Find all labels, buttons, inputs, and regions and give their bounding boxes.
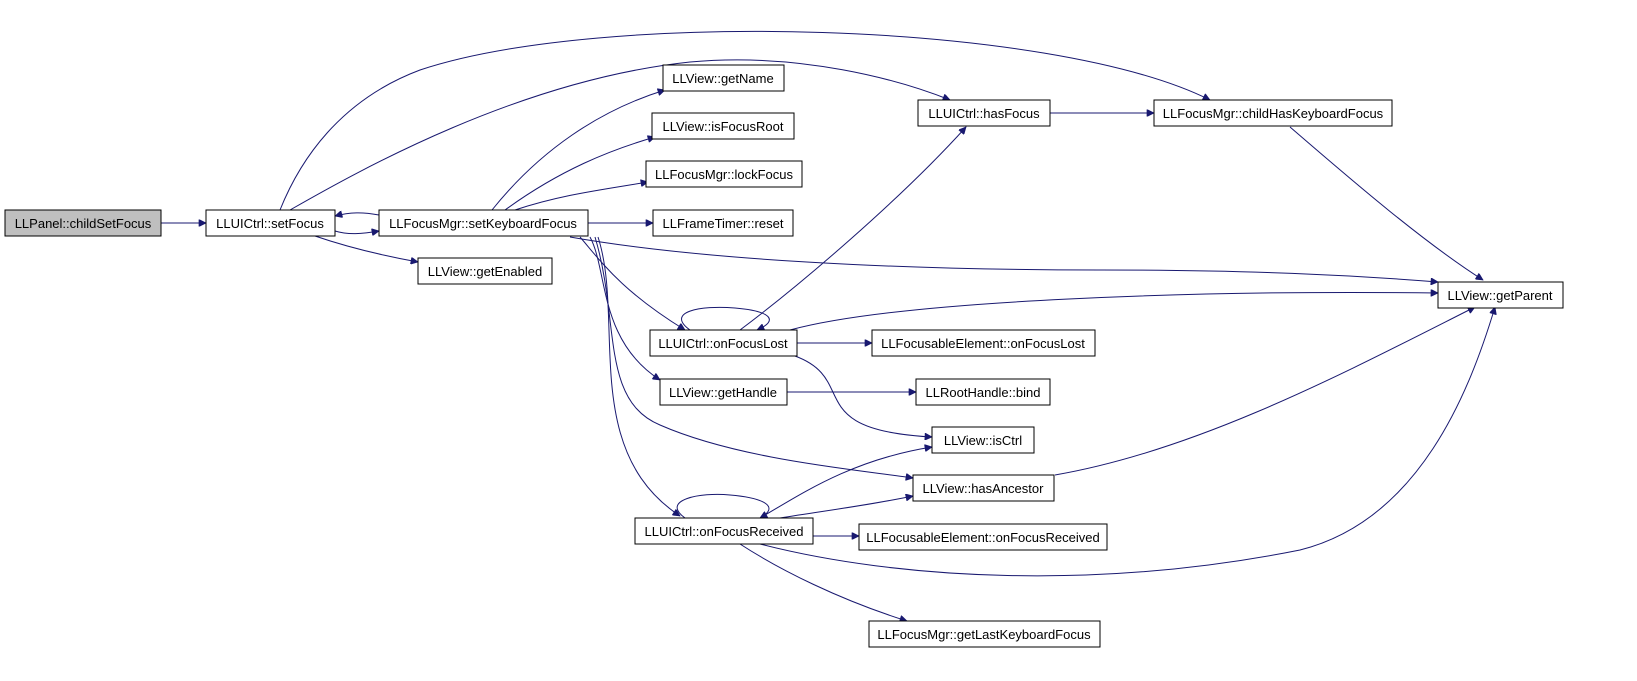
node-label: LLView::isFocusRoot [663, 119, 784, 134]
node-LLUICtrl-onFocusLost[interactable]: LLUICtrl::onFocusLost [649, 329, 798, 357]
edge-onFocusLost-hasFocus [739, 127, 966, 331]
edge-hasAncestor-getParent [1054, 306, 1475, 476]
node-LLView-isCtrl[interactable]: LLView::isCtrl [931, 426, 1035, 454]
edge-setKeyboardFocus-getName [491, 90, 665, 211]
node-label: LLView::hasAncestor [923, 481, 1045, 496]
node-LLUICtrl-onFocusReceived[interactable]: LLUICtrl::onFocusReceived [634, 517, 814, 545]
node-LLView-getParent[interactable]: LLView::getParent [1437, 281, 1564, 309]
edge-onFocusReceived-isCtrl [759, 447, 932, 519]
node-LLRootHandle-bind[interactable]: LLRootHandle::bind [915, 378, 1051, 406]
edge-setKeyboardFocus-lockFocus [514, 182, 648, 211]
node-label: LLUICtrl::onFocusLost [658, 336, 788, 351]
node-label: LLRootHandle::bind [926, 385, 1041, 400]
edge-onFocusReceived-hasAncestor [779, 496, 913, 519]
edge-setKeyboardFocus-setFocus [335, 213, 380, 216]
edge-childHasKeyboardFocus-getParent [1289, 126, 1483, 281]
node-LLUICtrl-hasFocus[interactable]: LLUICtrl::hasFocus [917, 99, 1051, 127]
edge-setFocus-setKeyboardFocus [334, 231, 379, 234]
node-LLFocusableElement-onFocusReceived[interactable]: LLFocusableElement::onFocusReceived [858, 523, 1108, 551]
edge-setFocus-getEnabled [314, 235, 418, 262]
node-label: LLPanel::childSetFocus [15, 216, 152, 231]
edge-onFocusLost-onFocusLost [681, 306, 770, 330]
node-LLView-getEnabled[interactable]: LLView::getEnabled [417, 257, 553, 285]
node-LLFocusMgr-setKeyboardFocus[interactable]: LLFocusMgr::setKeyboardFocus [378, 209, 589, 237]
node-label: LLFocusableElement::onFocusReceived [866, 530, 1099, 545]
node-label: LLFocusableElement::onFocusLost [881, 336, 1085, 351]
node-label: LLFocusMgr::lockFocus [655, 167, 793, 182]
node-LLView-hasAncestor[interactable]: LLView::hasAncestor [912, 474, 1055, 502]
edge-onFocusReceived-getLastKeyboardFocus [739, 543, 907, 621]
node-LLFocusMgr-childHasKeyboardFocus[interactable]: LLFocusMgr::childHasKeyboardFocus [1153, 99, 1393, 127]
edge-setFocus-hasFocus [289, 59, 950, 211]
edge-onFocusReceived-onFocusReceived [676, 493, 770, 519]
node-LLView-isFocusRoot[interactable]: LLView::isFocusRoot [651, 112, 795, 140]
edge-onFocusLost-getParent [789, 292, 1438, 331]
node-label: LLFocusMgr::childHasKeyboardFocus [1163, 106, 1384, 121]
node-label: LLView::getName [672, 71, 773, 86]
edge-setKeyboardFocus-isFocusRoot [504, 137, 655, 211]
node-LLView-getName[interactable]: LLView::getName [662, 64, 785, 92]
node-LLView-getHandle[interactable]: LLView::getHandle [659, 378, 788, 406]
node-LLPanel-childSetFocus[interactable]: LLPanel::childSetFocus [4, 209, 162, 237]
edge-setKeyboardFocus-onFocusLost [579, 236, 685, 331]
node-LLUICtrl-setFocus[interactable]: LLUICtrl::setFocus [205, 209, 336, 237]
node-label: LLUICtrl::setFocus [216, 216, 324, 231]
node-label: LLUICtrl::hasFocus [928, 106, 1040, 121]
node-label: LLFocusMgr::getLastKeyboardFocus [877, 627, 1091, 642]
node-LLFocusMgr-lockFocus[interactable]: LLFocusMgr::lockFocus [645, 160, 803, 188]
edge-setKeyboardFocus-getParent [569, 236, 1438, 282]
node-label: LLView::getEnabled [428, 264, 542, 279]
node-label: LLView::getHandle [669, 385, 777, 400]
edge-setKeyboardFocus-onFocusReceived [597, 236, 680, 516]
node-LLFrameTimer-reset[interactable]: LLFrameTimer::reset [652, 209, 794, 237]
node-label: LLView::isCtrl [944, 433, 1022, 448]
node-LLFocusableElement-onFocusLost[interactable]: LLFocusableElement::onFocusLost [871, 329, 1096, 357]
edge-setFocus-childHasKeyboardFocus [279, 30, 1210, 211]
node-label: LLFrameTimer::reset [663, 216, 784, 231]
edge-onFocusReceived-getParent [759, 307, 1495, 577]
node-label: LLView::getParent [1447, 288, 1552, 303]
edge-onFocusLost-isCtrl [794, 355, 932, 437]
node-LLFocusMgr-getLastKeyboardFocus[interactable]: LLFocusMgr::getLastKeyboardFocus [868, 620, 1101, 648]
node-label: LLFocusMgr::setKeyboardFocus [389, 216, 577, 231]
node-label: LLUICtrl::onFocusReceived [645, 524, 804, 539]
edge-setKeyboardFocus-hasAncestor [594, 236, 913, 478]
